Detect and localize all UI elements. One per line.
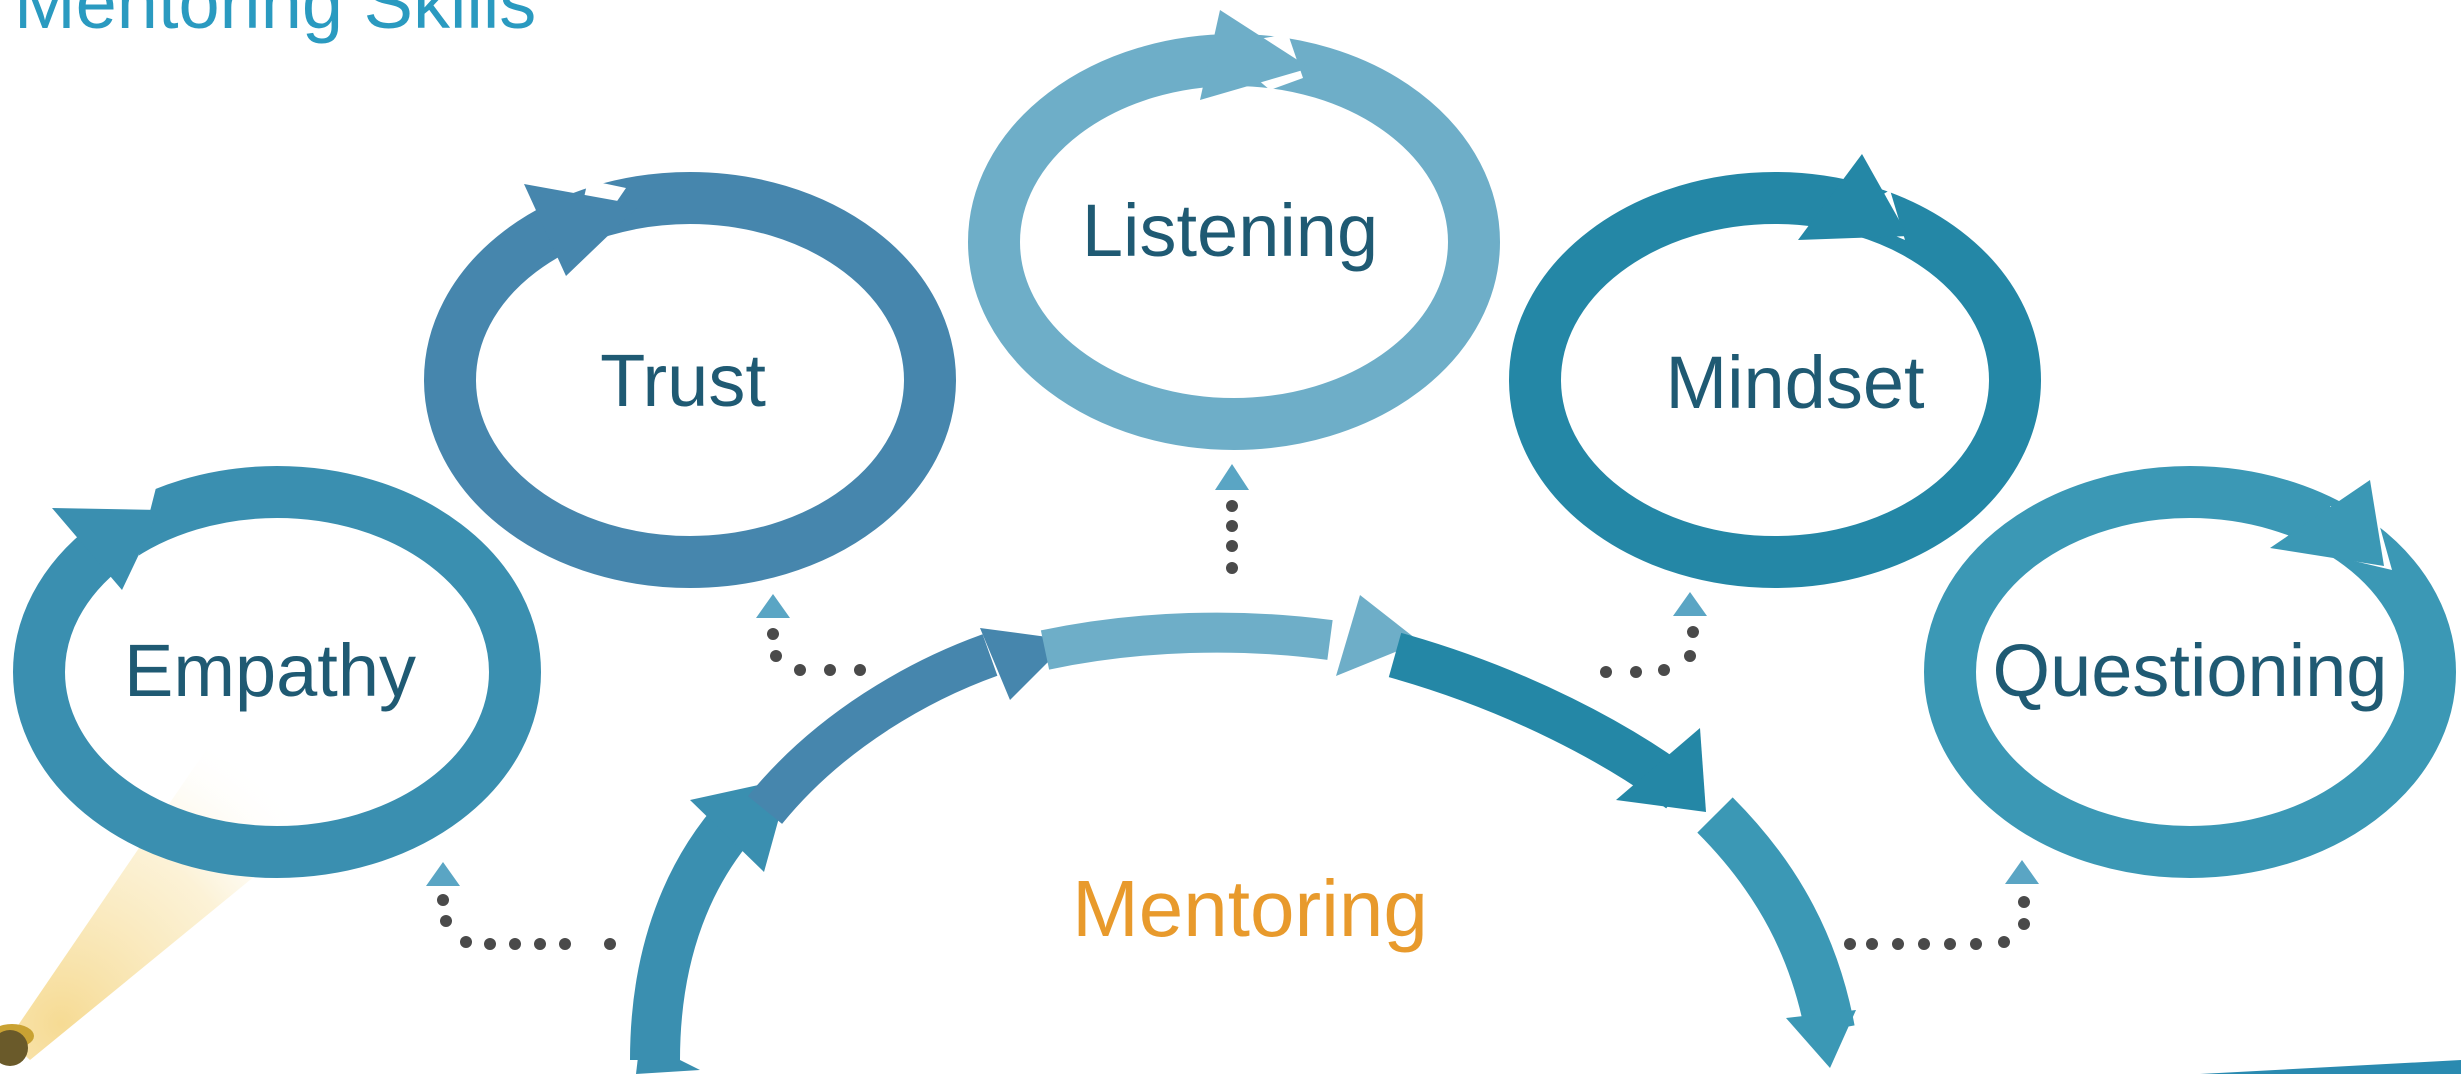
skill-label-questioning: Questioning <box>1993 629 2388 712</box>
slide-title: Mentoring Skills <box>14 0 537 44</box>
connector-empathy <box>426 862 616 950</box>
connector-questioning <box>1844 860 2039 950</box>
skill-label-empathy: Empathy <box>124 629 416 712</box>
center-label-mentoring: Mentoring <box>1072 864 1428 953</box>
skill-ring-trust: Trust <box>424 172 956 588</box>
spotlight-icon <box>0 700 360 1066</box>
skill-label-mindset: Mindset <box>1665 341 1925 424</box>
skill-label-listening: Listening <box>1082 189 1378 272</box>
skill-ring-mindset: Mindset <box>1509 154 2041 588</box>
connector-trust <box>756 594 866 676</box>
skill-ring-empathy: Empathy <box>13 466 541 878</box>
connector-mindset <box>1600 592 1707 678</box>
skill-ring-questioning: Questioning <box>1924 466 2456 878</box>
skill-label-trust: Trust <box>600 339 766 422</box>
connector-listening <box>1215 464 1249 574</box>
skill-ring-listening: Listening <box>968 10 1500 450</box>
mentoring-arc: Mentoring <box>630 595 1856 1074</box>
decorative-swoosh <box>2200 1060 2461 1074</box>
